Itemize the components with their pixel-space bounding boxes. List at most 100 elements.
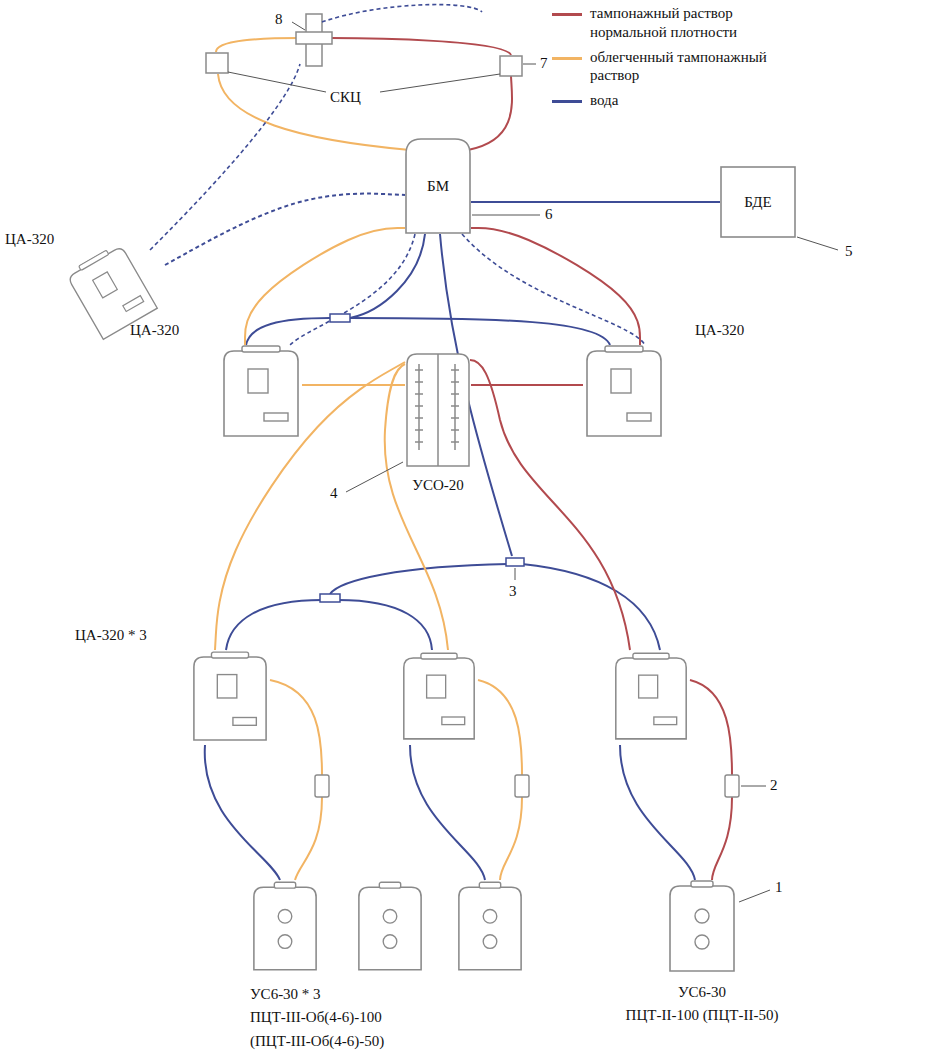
water-line (410, 745, 485, 880)
cementing-head-cross (296, 32, 332, 44)
hose-fitting (315, 775, 329, 797)
cementing-head-hoses (218, 74, 410, 150)
dashed-water-line (462, 234, 645, 345)
hose-fitting (315, 775, 739, 797)
hose-connector (302, 384, 405, 386)
water-line (522, 564, 660, 650)
unit-icon (587, 346, 661, 436)
dashed-water-line (290, 234, 415, 345)
cementing-head-hoses (216, 38, 300, 52)
pump-unit (404, 653, 474, 739)
hose-fitting (725, 775, 739, 797)
legend-swatch (552, 57, 582, 60)
equipment-unit: ЦА-320 * 3 (190, 650, 270, 745)
leader-line (380, 74, 500, 92)
leader-line (515, 568, 516, 580)
cementing-head-hoses (330, 38, 511, 55)
callout-number: 8 (275, 10, 283, 28)
leader-line (797, 237, 838, 250)
leader-line (346, 462, 403, 492)
unit-label: ЦА-320 (130, 321, 179, 339)
legend-swatch (552, 13, 582, 16)
slurry-line (295, 797, 322, 880)
unit-label: УСО-20 (412, 476, 463, 494)
dashed-water-line (150, 64, 300, 250)
valve-square (206, 53, 522, 76)
legend-text: облегченный тампонажный раствор (590, 48, 800, 86)
water-line (338, 600, 432, 650)
water-line (226, 600, 322, 650)
slurry-line (500, 797, 522, 880)
equipment-unit: ЦА-320 (220, 345, 302, 440)
water-line (350, 318, 610, 345)
unit-label: ЦА-320 (695, 321, 744, 339)
leader-line (228, 72, 326, 92)
callout-number: 4 (330, 484, 338, 502)
mixer-bunker (254, 882, 316, 970)
slurry-line (712, 797, 732, 880)
part-label: (ПЦТ-III-Об(4-6)-50) (250, 1032, 384, 1050)
unit-outline (190, 650, 270, 745)
cementing-head-hoses (468, 76, 512, 150)
mixer-bunker (254, 882, 521, 970)
slurry-line (270, 360, 732, 880)
callout-number: 2 (770, 776, 778, 794)
valve-square (206, 53, 228, 73)
hose-connector (471, 201, 720, 203)
block-outline (721, 167, 795, 237)
mixer-bunker (459, 882, 521, 970)
callout-number: 5 (845, 242, 853, 260)
equipment-block: БДЕ (720, 166, 796, 238)
hose-connector (471, 228, 640, 345)
unit-icon (224, 346, 298, 436)
unit-label: ЦА-320 (5, 230, 54, 248)
equipment-unit: ЦА-320 (583, 345, 665, 440)
unit-outline (220, 345, 302, 440)
water-line (205, 234, 695, 880)
leader-line (228, 22, 838, 902)
block-label: БДЕ (744, 193, 771, 211)
leader-line (472, 215, 540, 216)
unit-outline (405, 350, 471, 468)
block-label: БМ (427, 177, 449, 195)
unit-icon (670, 881, 734, 971)
part-label: СКЦ (330, 88, 361, 106)
hose-fitting (515, 775, 529, 797)
legend-item: тампонажный раствор нормальной плотности (552, 4, 800, 42)
equipment-unit: УСО-20 (405, 350, 471, 468)
cementing-head-cross (296, 14, 332, 66)
unit-label: ПЦТ-II-100 (ПЦТ-II-50) (626, 1006, 779, 1024)
slurry-line (478, 680, 522, 775)
unit-icon (194, 652, 266, 740)
tee-fitting (506, 558, 524, 566)
part-label: ПЦТ-III-Об(4-6)-100 (250, 1008, 382, 1026)
tank-outline (407, 354, 469, 466)
water-line (330, 564, 508, 594)
equipment-block: БМ (405, 138, 471, 234)
mixer-bunker (359, 882, 421, 970)
tee-fitting (330, 314, 350, 322)
slurry-line (270, 680, 322, 775)
legend-item: облегченный тампонажный раствор (552, 48, 800, 86)
callout-number: 1 (775, 878, 783, 896)
unit-outline (583, 345, 665, 440)
callout-number: 6 (545, 205, 553, 223)
pump-unit (616, 653, 686, 739)
unit-label: ЦА-320 * 3 (75, 626, 147, 644)
leader-line (292, 22, 305, 30)
pump-unit (404, 653, 686, 739)
water-line (620, 745, 695, 880)
water-line (205, 745, 280, 880)
legend-text: вода (590, 91, 800, 110)
tee-fitting (320, 594, 340, 602)
dashed-water-line (322, 5, 482, 22)
part-label: УС6-30 * 3 (250, 985, 321, 1003)
dashed-water-line (150, 5, 645, 345)
callout-number: 3 (509, 582, 517, 600)
slurry-line (690, 680, 732, 775)
leader-line (739, 890, 770, 902)
legend-swatch (552, 100, 582, 103)
callout-number: 7 (540, 54, 548, 72)
leader-line (741, 786, 766, 787)
hose-connector (165, 194, 405, 265)
